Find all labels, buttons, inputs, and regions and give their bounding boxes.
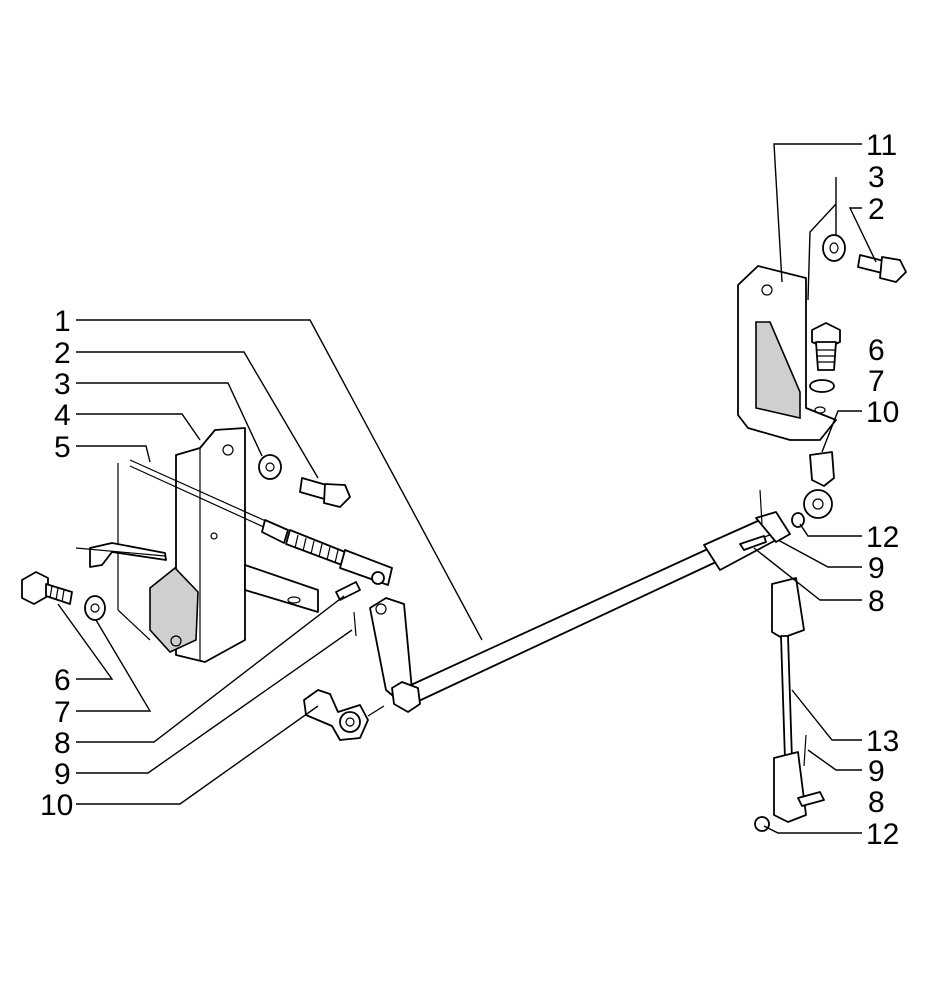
callout-10: 10 — [40, 789, 73, 822]
callout-6: 6 — [54, 664, 71, 697]
callout-9: 9 — [54, 758, 71, 791]
callout-12-upper: 12 — [866, 521, 899, 554]
callout-5: 5 — [54, 431, 71, 464]
callout-3: 3 — [54, 368, 71, 401]
callout-7: 7 — [54, 696, 71, 729]
callout-11: 11 — [866, 129, 897, 162]
split-pin-left — [353, 611, 357, 637]
callout-13: 13 — [866, 725, 899, 758]
callout-9-upper: 9 — [868, 552, 885, 585]
bolt-6-right — [811, 322, 841, 371]
control-cable — [129, 459, 393, 586]
callout-2: 2 — [54, 337, 71, 370]
pin-upper — [739, 535, 767, 551]
mounting-bracket — [75, 427, 319, 663]
ball-joint-right — [803, 451, 835, 519]
split-pin-upper — [759, 489, 763, 525]
split-pin-lower — [803, 734, 807, 767]
callout-8: 8 — [54, 727, 71, 760]
callout-1: 1 — [54, 305, 71, 338]
callout-9-lower: 9 — [868, 755, 885, 788]
callout-8-lower: 8 — [868, 786, 885, 819]
washer-left — [258, 454, 282, 480]
bolt-left — [299, 477, 351, 508]
bolt-right — [857, 254, 907, 283]
callout-2-right: 2 — [868, 193, 885, 226]
callout-labels: 1 2 3 4 5 6 7 8 9 10 11 3 2 6 7 10 12 9 … — [40, 129, 899, 851]
shaft — [369, 511, 791, 713]
callout-7-right: 7 — [868, 365, 885, 398]
washer-right — [822, 234, 846, 262]
washer-12-lower — [754, 816, 770, 832]
washer-12-upper — [791, 512, 805, 528]
rod — [771, 577, 825, 823]
bolt-6-left — [21, 571, 73, 605]
ball-joint-left — [303, 689, 385, 741]
callout-3-right: 3 — [868, 161, 885, 194]
callout-12-lower: 12 — [866, 818, 899, 851]
pin-left — [335, 581, 361, 601]
washer-7-right — [809, 379, 835, 393]
callout-10-right: 10 — [866, 396, 899, 429]
callout-8-upper: 8 — [868, 585, 885, 618]
washer-7-left — [84, 595, 106, 621]
callout-6-right: 6 — [868, 334, 885, 367]
leader-lines — [57, 143, 877, 834]
callout-4: 4 — [54, 399, 71, 432]
